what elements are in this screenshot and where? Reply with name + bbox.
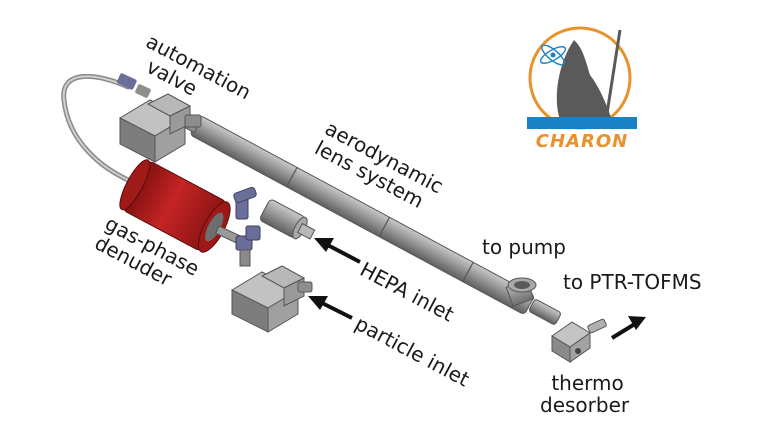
hepa-inlet-arrow xyxy=(314,238,361,264)
label-thermo-line1: thermo xyxy=(551,371,624,395)
lens-outlet xyxy=(529,299,561,325)
charon-logo xyxy=(527,26,637,130)
label-thermo-line2: desorber xyxy=(540,393,630,417)
inlet-manifold xyxy=(215,186,261,267)
logo-wordmark: CHARON xyxy=(535,131,629,152)
particle-inlet-valve xyxy=(230,265,313,333)
denuder-cylinder xyxy=(119,159,231,253)
label-to-ptr-tofms: to PTR-TOFMS xyxy=(563,271,702,293)
outlet-arrow xyxy=(610,316,646,340)
label-thermo-desorber: thermo desorber xyxy=(540,372,629,416)
pump-port xyxy=(505,277,537,307)
automation-valve-body xyxy=(118,93,202,163)
label-to-ptr-tofms-text: to PTR-TOFMS xyxy=(563,270,702,294)
fitting-upper xyxy=(116,73,151,98)
hepa-filter xyxy=(259,199,316,240)
label-to-pump-text: to pump xyxy=(482,235,566,259)
label-to-pump: to pump xyxy=(482,236,566,258)
thermo-desorber-block xyxy=(551,318,607,363)
particle-inlet-arrow xyxy=(308,296,353,320)
